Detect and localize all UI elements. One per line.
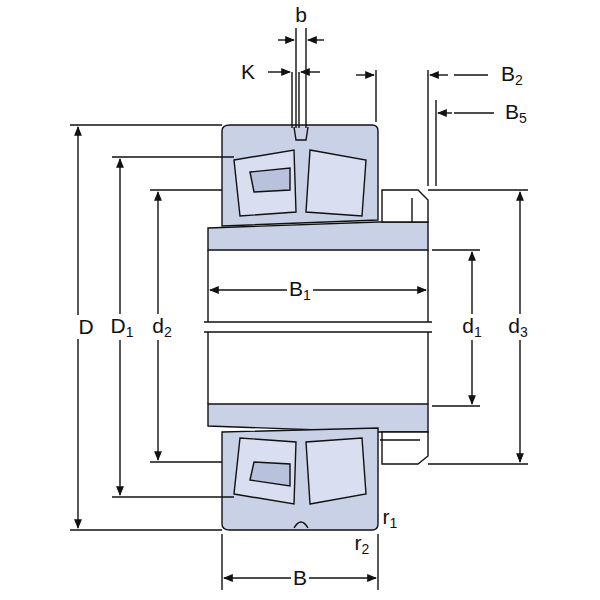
dimension-label: B5 [503, 100, 529, 126]
dimension-label: B [291, 566, 309, 589]
dimension-label: d3 [506, 314, 529, 340]
dimension-label: K [239, 60, 257, 83]
dimension-label: b [293, 3, 309, 26]
dimension-label: D1 [109, 314, 136, 340]
dimension-label: D [76, 315, 95, 338]
dimension-label: r1 [381, 505, 400, 531]
dimension-label: B1 [287, 277, 313, 303]
dimension-label: d2 [150, 314, 173, 340]
dimension-label: d1 [460, 314, 483, 340]
dimension-label: r2 [353, 531, 372, 557]
dimension-label: B2 [499, 62, 525, 88]
